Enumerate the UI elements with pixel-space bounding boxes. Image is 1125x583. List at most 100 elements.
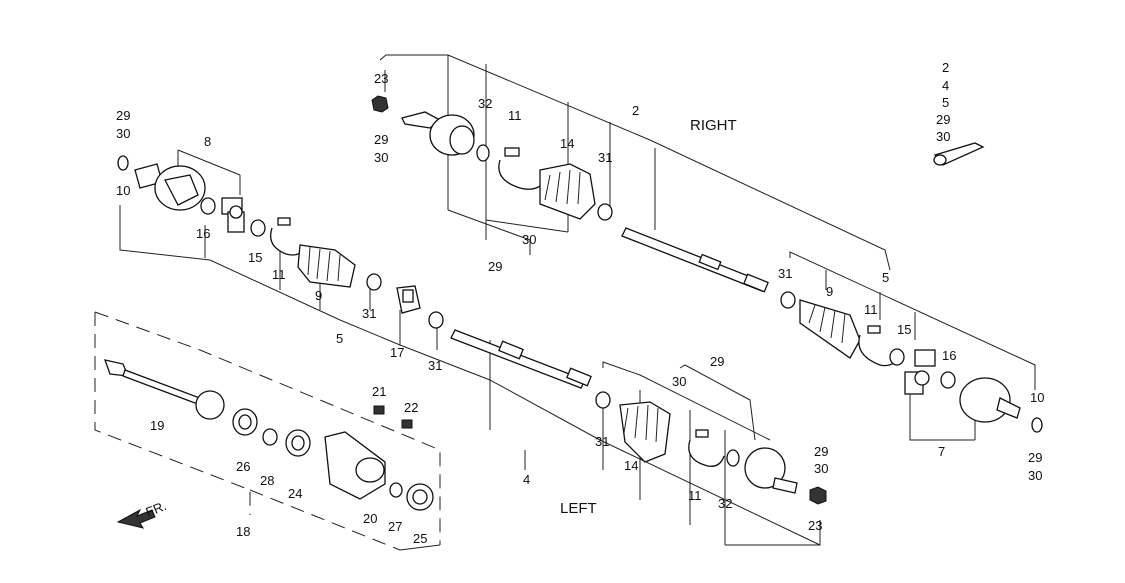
clip-28 xyxy=(262,428,278,446)
callout-30-c: 30 xyxy=(522,232,536,247)
boot-9-left xyxy=(297,244,356,288)
callout-25: 25 xyxy=(413,531,427,546)
callout-4: 4 xyxy=(523,472,530,487)
callout-30-a: 30 xyxy=(116,126,130,141)
kit-line-4: 29 xyxy=(936,112,950,127)
callout-32-upper: 32 xyxy=(478,96,492,111)
leader-lines xyxy=(94,54,1036,551)
right-inboard-joint xyxy=(959,377,1021,423)
seal-25 xyxy=(406,483,434,511)
callout-11-right: 11 xyxy=(864,302,878,317)
left-heading: LEFT xyxy=(560,500,597,517)
bolt-21 xyxy=(373,405,385,415)
front-arrow-label: FR. xyxy=(144,498,169,520)
callout-29-a: 29 xyxy=(116,108,130,123)
clip-32-upper xyxy=(476,144,490,162)
callout-29-e: 29 xyxy=(814,444,828,459)
callout-29-f: 29 xyxy=(1028,450,1042,465)
callout-30-e: 30 xyxy=(814,461,828,476)
callout-11-topright: 11 xyxy=(508,108,522,123)
callout-24: 24 xyxy=(288,486,302,501)
callout-11-left: 11 xyxy=(272,267,286,282)
nut-23-lower xyxy=(809,486,827,505)
clip-16-ring-left xyxy=(200,197,216,215)
callout-11-lower: 11 xyxy=(688,488,702,503)
boot-9-right xyxy=(799,299,861,359)
callout-23-upper: 23 xyxy=(374,71,388,86)
right-heading: RIGHT xyxy=(690,117,737,134)
callout-17: 17 xyxy=(390,345,404,360)
intermediate-shaft-19 xyxy=(103,359,225,420)
clip-31-right xyxy=(780,291,796,309)
bolt-22 xyxy=(401,419,413,429)
boot-14-lower xyxy=(619,401,671,463)
callout-21: 21 xyxy=(372,384,386,399)
callout-31-c: 31 xyxy=(362,306,376,321)
tripod-16-left xyxy=(221,197,245,233)
callout-15-right: 15 xyxy=(897,322,911,337)
clip-31-left xyxy=(366,273,382,291)
callout-28: 28 xyxy=(260,473,274,488)
clip-16-ring-right xyxy=(940,371,956,389)
callout-9-right: 9 xyxy=(826,284,833,299)
kit-line-3: 5 xyxy=(942,95,949,110)
left-shaft xyxy=(450,329,592,389)
bearing-24 xyxy=(285,429,311,457)
callout-31-d: 31 xyxy=(428,358,442,373)
grease-tube-icon xyxy=(933,142,985,166)
callout-31-a: 31 xyxy=(598,150,612,165)
clip-15-left xyxy=(250,219,266,237)
callout-22: 22 xyxy=(404,400,418,415)
kit-line-2: 4 xyxy=(942,78,949,93)
callout-10-left: 10 xyxy=(116,183,130,198)
callout-2: 2 xyxy=(632,103,639,118)
callout-16-left: 16 xyxy=(196,226,210,241)
callout-30-b: 30 xyxy=(374,150,388,165)
callout-31-b: 31 xyxy=(778,266,792,281)
callout-9-left: 9 xyxy=(315,288,322,303)
callout-7: 7 xyxy=(938,444,945,459)
callout-5-mid: 5 xyxy=(336,331,343,346)
callout-14-upper: 14 xyxy=(560,136,574,151)
callout-16-right: 16 xyxy=(942,348,956,363)
clip-31-lower xyxy=(595,391,611,409)
callout-27: 27 xyxy=(388,519,402,534)
callout-30-lower: 30 xyxy=(672,374,686,389)
callout-23-lower: 23 xyxy=(808,518,822,533)
clip-15-right xyxy=(889,348,905,366)
tripod-16-right xyxy=(904,349,936,395)
clip-10-right xyxy=(1031,417,1043,433)
clip-31-upper xyxy=(597,203,613,221)
left-outboard-joint xyxy=(744,447,798,494)
band-11-lower xyxy=(688,429,725,467)
callout-32-lower: 32 xyxy=(718,496,732,511)
clip-32-lower xyxy=(726,449,740,467)
seal-26 xyxy=(232,408,258,436)
right-outboard-joint xyxy=(401,111,475,156)
callout-31-e: 31 xyxy=(595,434,609,449)
bracket-20 xyxy=(324,431,386,500)
callout-5-upper: 5 xyxy=(882,270,889,285)
callout-18: 18 xyxy=(236,524,250,539)
callout-26: 26 xyxy=(236,459,250,474)
front-arrow-icon xyxy=(116,508,156,529)
kit-line-5: 30 xyxy=(936,129,950,144)
callout-29-c: 29 xyxy=(488,259,502,274)
left-inboard-joint xyxy=(117,155,206,211)
callout-30-f: 30 xyxy=(1028,468,1042,483)
clip-31-mid xyxy=(428,311,444,329)
callout-labels: 2 4 5 5 7 8 9 9 10 10 11 11 11 11 14 14 … xyxy=(116,71,1044,546)
callout-29-d: 29 xyxy=(710,354,724,369)
kit-line-1: 2 xyxy=(942,60,949,75)
callout-8: 8 xyxy=(204,134,211,149)
bearing-17 xyxy=(396,285,421,314)
boot-14-upper xyxy=(539,163,596,220)
right-shaft xyxy=(621,227,769,293)
clip-27 xyxy=(389,482,403,498)
callout-15-left: 15 xyxy=(248,250,262,265)
callout-19: 19 xyxy=(150,418,164,433)
callout-10-right: 10 xyxy=(1030,390,1044,405)
nut-23-upper xyxy=(371,95,389,113)
callout-20: 20 xyxy=(363,511,377,526)
